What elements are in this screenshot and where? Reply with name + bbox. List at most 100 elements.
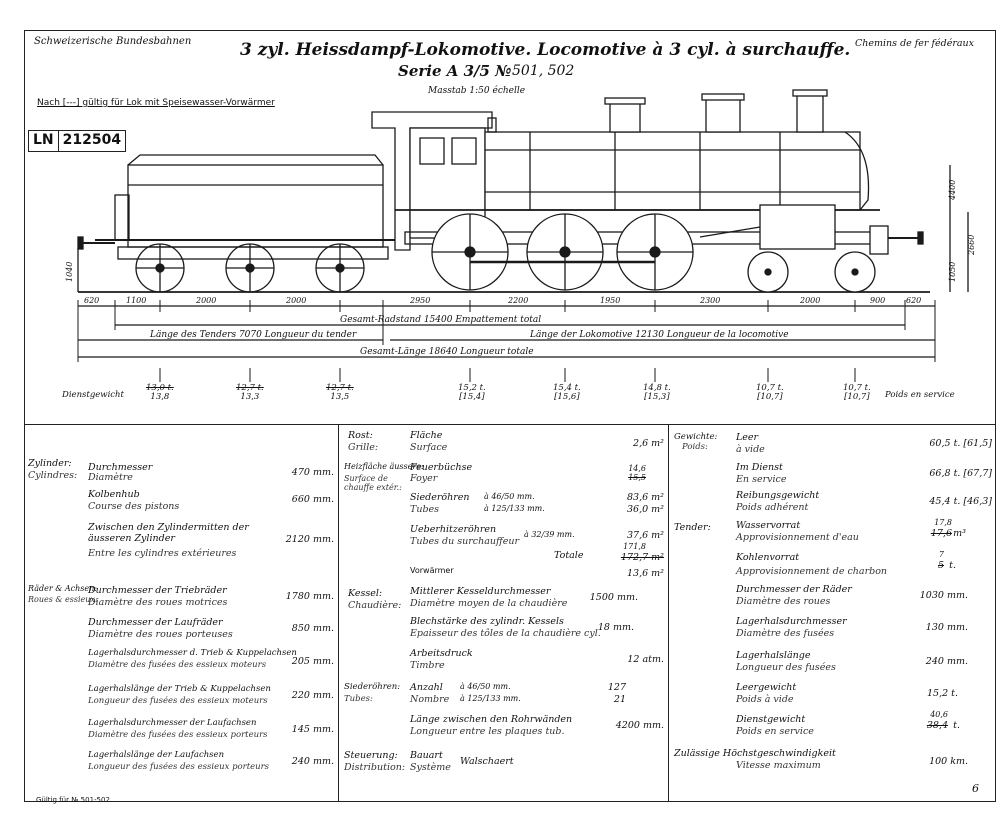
cyl-centres-fr: Entre les cylindres extérieures [88,548,237,559]
dim-seg-5: 2200 [507,296,528,305]
heating-surface-heading: Heizfläche äussere: [344,462,424,471]
drawing-title: 3 zyl. Heissdampf-Lokomotive. Locomotive… [240,40,851,60]
superheater-dim: à 32/39 mm. [524,530,575,539]
tender-service-weight-de: Dienstgewicht [736,714,806,725]
sheet-frame [24,30,996,802]
tube-a-dim: à 46/50 mm. [484,492,535,501]
dim-seg-9: 900 [870,296,885,305]
plate-thickness-de: Blechstärke des zylindr. Kessels [410,616,564,627]
page-number: 6 [972,782,979,795]
empty-weight-de: Leer [736,432,759,443]
tender-empty-weight-value: 15,2 t. [926,688,958,699]
driving-wheel-dia-value: 1780 mm. [285,591,334,602]
tube-count-fr: Nombre [410,694,450,705]
service-weight-de: Im Dienst [736,462,783,473]
ln-number: 212504 [57,131,125,151]
dim-seg-2: 2000 [195,296,216,305]
column-divider-2 [668,424,669,802]
max-speed-de: Zulässige Höchstgeschwindigkeit [674,748,836,759]
axle-weight-8: 10,7 t.[10,7] [843,383,871,402]
journal-dia-coupled-value: 205 mm. [291,656,334,667]
tube-b-dim: à 125/133 mm. [484,504,545,513]
tube-length-value: 4200 mm. [615,720,664,731]
locomotive-side-view: 620 1100 2000 2000 2950 2200 1950 2300 2… [65,89,976,382]
dim-seg-0: 620 [84,296,99,305]
valve-gear-value: Walschaert [460,756,514,767]
coal-capacity-new: 7 [938,550,944,559]
grate-area-de: Fläche [410,430,443,441]
carrying-wheel-dia-de: Durchmesser der Laufräder [88,617,223,628]
tender-service-weight-fr: Poids en service [736,726,814,737]
journal-len-coupled-fr: Longueur des fusées des essieux moteurs [88,696,268,706]
tender-heading: Tender: [674,522,711,533]
total-heating-label: Totale [554,550,584,561]
superheater-tubes-fr: Tubes du surchauffeur [410,536,520,547]
carrying-wheel-dia-fr: Diamètre des roues porteuses [88,629,233,640]
scale-label: Masstab 1:50 échelle [428,86,526,96]
stroke-fr: Course des pistons [88,501,180,512]
dim-seg-8: 2000 [799,296,820,305]
carrying-wheel-dia-value: 850 mm. [291,623,334,634]
tender-journal-dia-de: Lagerhalsdurchmesser [736,616,847,627]
wheels-heading-fr: Roues & essieux: [28,595,98,604]
tube-count-b-value: 21 [613,694,626,705]
height-tender: 1040 [65,262,74,282]
dim-seg-3: 2000 [285,296,306,305]
boiler-heading: Kessel: [348,588,383,599]
coal-capacity-de: Kohlenvorrat [736,552,800,563]
tube-length-de: Länge zwischen den Rohrwänden [410,714,573,725]
total-heating-old: 172,7 m² [620,552,664,563]
boiler-heading-fr: Chaudière: [348,600,402,611]
cyl-centres-de: Zwischen den Zylindermitten der äusseren… [88,522,249,544]
grate-area-fr: Surface [410,442,448,453]
plate-thickness-value: 18 mm. [597,622,634,633]
tender-journal-dia-value: 130 mm. [925,622,968,633]
service-weight-fr: En service [736,474,787,485]
driving-wheel-dia-fr: Diamètre des roues motrices [88,597,228,608]
preheater-label: Vorwärmer [410,566,454,575]
wheelbase-label: Gesamt-Radstand 15400 Empattement total [340,315,541,325]
tube-b-area: 36,0 m² [627,504,664,515]
weights-label: Dienstgewicht [62,390,124,400]
tender-wheel-dia-fr: Diamètre des roues [736,596,831,607]
preheater-area: 13,6 m² [627,568,664,579]
max-speed-value: 100 km. [929,756,968,767]
stroke-de: Kolbenhub [88,489,140,500]
tender-service-weight-old: 38,4 [926,720,948,731]
tender-empty-weight-fr: Poids à vide [736,694,794,705]
service-weight-value: 66,8 t. [67,7] [929,468,992,479]
axle-weight-2: 12,7 t.13,3 [236,383,264,402]
tube-count-a-dim: à 46/50 mm. [460,682,511,691]
empty-weight-fr: à vide [736,444,765,455]
driving-wheel-dia-de: Durchmesser der Triebräder [88,585,227,596]
grate-heading-fr: Grille: [348,442,379,453]
tender-journal-len-de: Lagerhalslänge [736,650,811,661]
adhesion-weight-de: Reibungsgewicht [736,490,820,501]
superheater-area: 37,6 m² [627,530,664,541]
tube-count-de: Anzahl [410,682,443,693]
tube-a-area: 83,6 m² [627,492,664,503]
coal-capacity-old: 5 [937,560,944,571]
boiler-dia-value: 1500 mm. [589,592,638,603]
axle-weights: Dienstgewicht Poids en service 13,0 t.13… [0,384,1000,424]
firebox-de: Feuerbüchse [410,462,473,473]
tubes-heading-fr: Tubes: [344,694,373,704]
firebox-fr: Foyer [410,473,438,484]
loco-length-label: Länge der Lokomotive 12130 Longueur de l… [529,330,789,340]
heating-surface-heading-fr: Surface de chauffe extér.: [344,474,402,492]
height-buffer: 1050 [948,262,957,282]
journal-len-coupled-de: Lagerhalslänge der Trieb & Kuppelachsen [88,684,271,694]
tender-journal-len-value: 240 mm. [925,656,968,667]
firebox-value-old: 15,5 [628,473,646,482]
water-capacity-de: Wasservorrat [736,520,801,531]
column-divider-1 [338,424,339,802]
axle-weight-3: 12,7 t.13,5 [326,383,354,402]
cyl-centres-value: 2120 mm. [285,534,334,545]
journal-len-carrying-fr: Longueur des fusées des essieux porteurs [88,762,270,772]
water-capacity-new: 17,8 [934,518,952,527]
boiler-dia-fr: Diamètre moyen de la chaudière [410,598,568,609]
axle-weight-7: 10,7 t.[10,7] [756,383,784,402]
water-capacity-old: 17,6 [930,528,952,539]
tube-count-b-dim: à 125/133 mm. [460,694,521,703]
water-capacity-unit: m³ [953,528,966,539]
